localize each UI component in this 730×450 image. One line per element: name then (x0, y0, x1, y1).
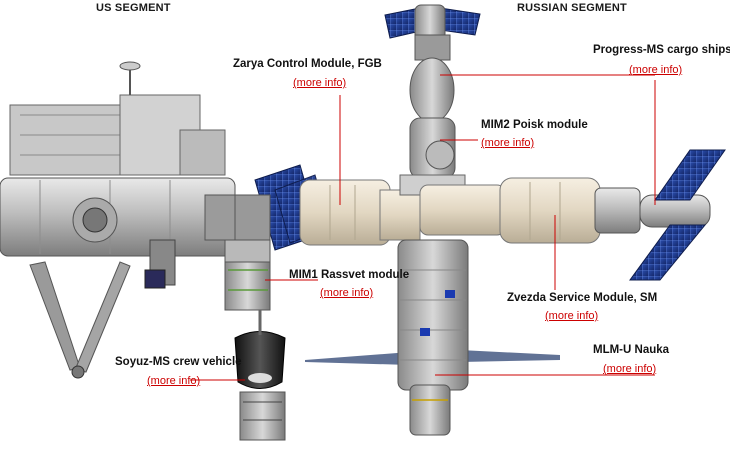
callout-zarya-more-info[interactable]: (more info) (293, 77, 347, 89)
nauka-hardware (305, 239, 560, 436)
callout-poisk-more-info[interactable]: (more info) (481, 137, 535, 149)
callout-rassvet-title: MIM1 Rassvet module (289, 269, 410, 281)
callout-zvezda-title: Zvezda Service Module, SM (507, 292, 658, 304)
callout-rassvet-more-info[interactable]: (more info) (320, 287, 374, 299)
rassvet-hardware (224, 239, 271, 311)
callout-soyuz-more-info[interactable]: (more info) (147, 375, 201, 387)
callout-progress-more-info[interactable]: (more info) (629, 64, 683, 76)
callout-progress-title: Progress-MS cargo ships (593, 44, 730, 56)
zvezda-hardware (419, 149, 726, 281)
callout-soyuz-title: Soyuz-MS crew vehicle (115, 356, 242, 368)
soyuz-hardware (234, 310, 286, 441)
russian-vertical-stack (384, 4, 481, 196)
callout-zarya-title: Zarya Control Module, FGB (233, 58, 382, 70)
zarya-hardware (234, 164, 421, 251)
callout-zvezda-more-info[interactable]: (more info) (545, 310, 599, 322)
us-segment-hardware (0, 61, 246, 379)
us-segment-label: US SEGMENT (96, 2, 171, 14)
russian-segment-label: RUSSIAN SEGMENT (517, 2, 627, 14)
callout-nauka-more-info[interactable]: (more info) (603, 363, 657, 375)
callout-poisk-title: MIM2 Poisk module (481, 119, 588, 131)
callout-nauka-title: MLM-U Nauka (593, 344, 670, 356)
leader-lines (190, 74, 656, 381)
